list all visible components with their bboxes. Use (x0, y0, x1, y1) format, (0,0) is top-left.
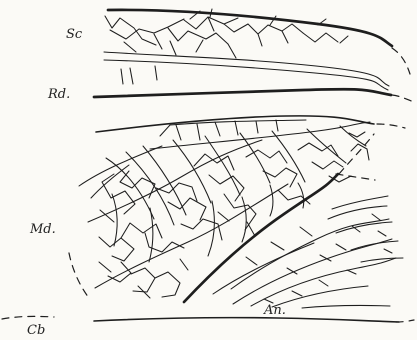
label-an: An. (263, 303, 286, 318)
label-sc: Sc (66, 27, 83, 42)
label-rd: Rd. (47, 87, 70, 102)
label-cb: Cb (27, 323, 45, 338)
label-md: Md. (29, 222, 56, 237)
